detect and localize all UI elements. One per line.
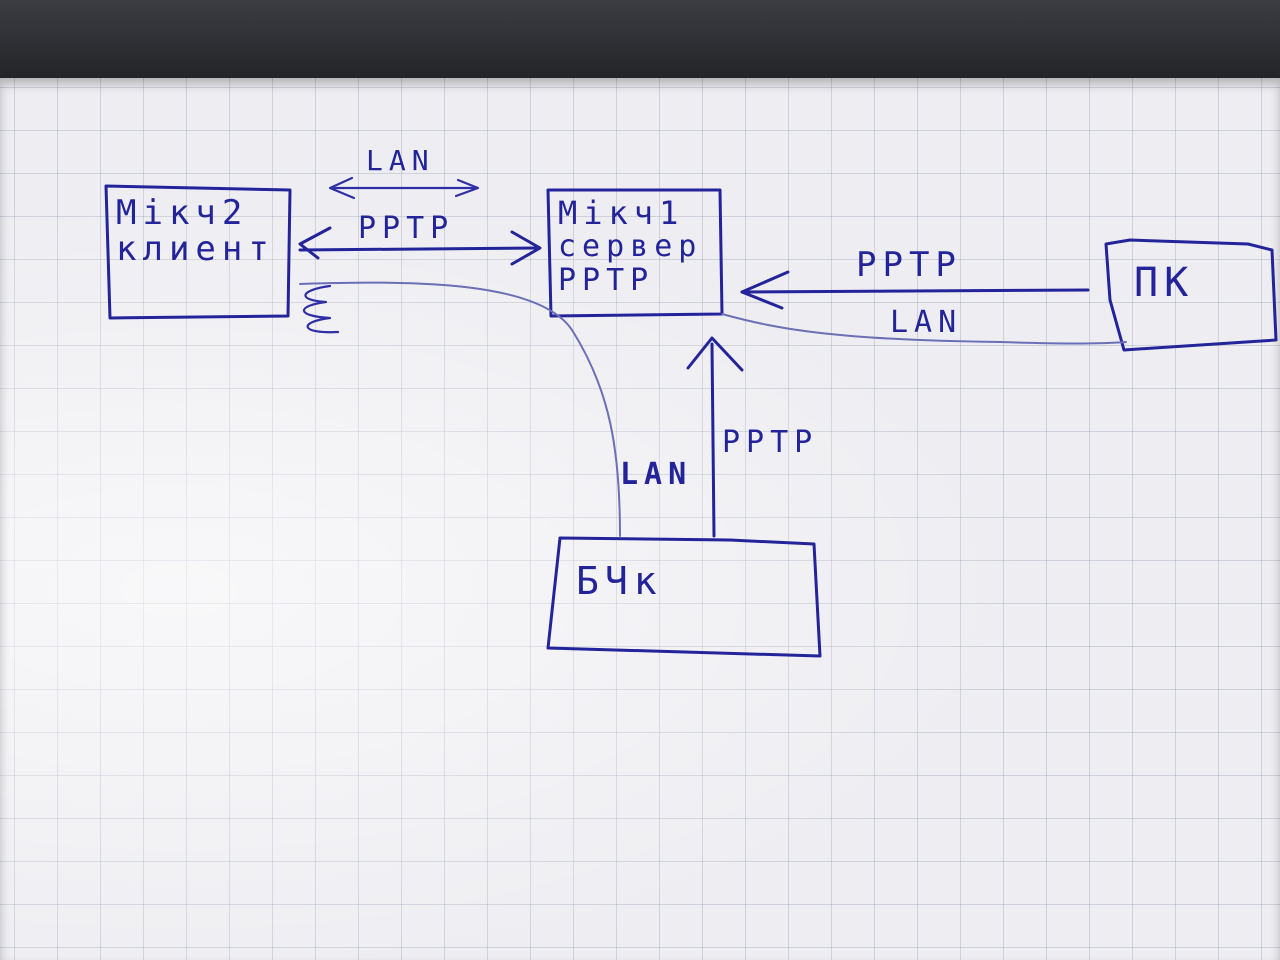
top-pptp-client-tail xyxy=(298,226,332,260)
mikr2-label-line1: Мікч2 xyxy=(116,193,248,233)
client-wire-squiggle xyxy=(303,284,340,334)
edge-right-lan: LAN xyxy=(721,305,1127,345)
top-pptp-arrowhead xyxy=(510,230,542,266)
mikr1-label-line1: Мікч1 xyxy=(558,194,684,232)
right-pptp-arrowhead xyxy=(740,270,790,310)
right-lan-label: LAN xyxy=(890,305,962,340)
top-lan-arrowhead-right xyxy=(454,178,480,198)
pk-box xyxy=(1104,238,1278,352)
bottom-lan-label: LAN xyxy=(620,457,692,492)
right-pptp-arrow-line xyxy=(740,288,1090,294)
bottom-pptp-arrowhead xyxy=(686,336,744,372)
client-buk-lan-line xyxy=(299,281,621,537)
top-pptp-label: PPTP xyxy=(358,211,454,246)
edge-bottom-lan: LAN xyxy=(299,281,692,537)
right-pptp-label: PPTP xyxy=(856,245,962,285)
right-lan-line xyxy=(721,313,1127,345)
top-lan-arrowhead-left xyxy=(328,176,356,200)
mikr2-label-line2: клиент xyxy=(116,229,275,269)
buk-box xyxy=(546,536,822,658)
mikr1-label-line3: PPTP xyxy=(558,263,654,298)
edge-right-pptp: PPTP xyxy=(740,245,1090,310)
node-pk: ПК xyxy=(1104,238,1278,352)
buk-label: БЧк xyxy=(576,559,663,603)
top-pptp-arrow-line xyxy=(298,246,540,252)
mikr2-box xyxy=(104,184,292,320)
bottom-pptp-arrow-line xyxy=(710,342,716,538)
node-buk: БЧк xyxy=(546,536,822,658)
bottom-pptp-label: PPTP xyxy=(722,425,818,460)
edge-top-lan: LAN xyxy=(328,144,480,200)
graph-paper-sheet xyxy=(0,78,1280,960)
edge-bottom-pptp: PPTP xyxy=(686,336,818,538)
mikr1-label-line2: сервер xyxy=(558,229,702,264)
node-mikr2-client: Мікч2 клиент xyxy=(104,184,292,320)
pk-label: ПК xyxy=(1134,260,1194,306)
node-mikr1-server: Мікч1 сервер PPTP xyxy=(546,188,724,318)
top-lan-label: LAN xyxy=(366,144,435,177)
edge-top-pptp: PPTP xyxy=(298,211,542,266)
